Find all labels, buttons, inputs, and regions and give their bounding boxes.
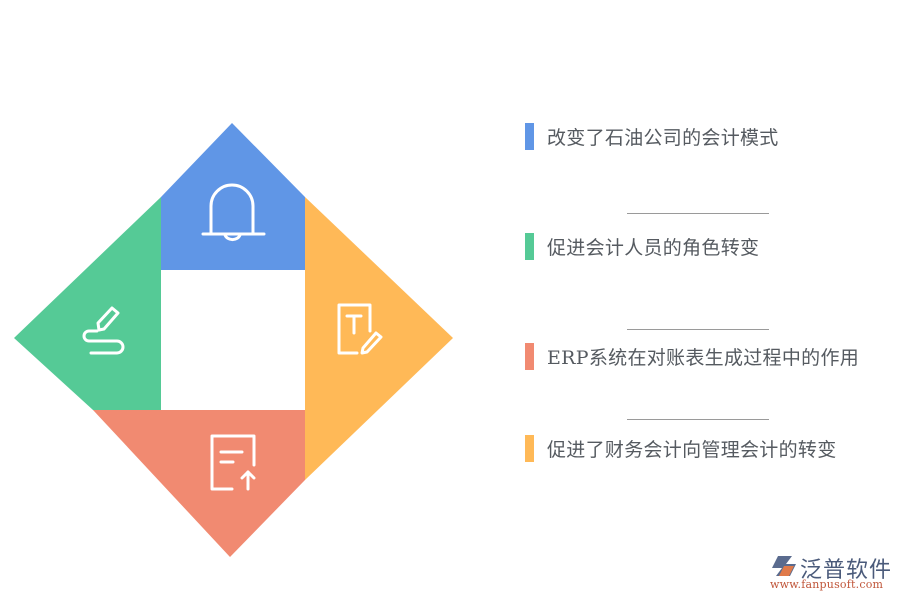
- document-upload-icon: [210, 434, 256, 491]
- logo-url: www.fanpusoft.com: [770, 578, 884, 591]
- logo-name: 泛普软件: [800, 558, 893, 583]
- item-color-bar: [525, 434, 534, 462]
- item-label: 促进了财务会计向管理会计的转变: [547, 438, 837, 461]
- center-square: [161, 270, 305, 410]
- text-edit-icon: [337, 303, 383, 355]
- item-color-bar: [525, 232, 534, 260]
- divider: [627, 213, 769, 214]
- item-color-bar: [525, 122, 534, 150]
- segment-top: [161, 123, 305, 270]
- list-item: 改变了石油公司的会计模式: [525, 121, 779, 151]
- item-label: 促进会计人员的角色转变: [547, 236, 760, 259]
- item-label: ERP系统在对账表生成过程中的作用: [547, 346, 860, 369]
- segment-left: [14, 197, 161, 410]
- diamond-diagram: [14, 123, 453, 557]
- list-item: ERP系统在对账表生成过程中的作用: [525, 341, 859, 371]
- logo-mark-icon: [772, 556, 796, 576]
- bell-icon: [201, 183, 266, 242]
- item-color-bar: [525, 342, 534, 370]
- list-item: 促进了财务会计向管理会计的转变: [525, 433, 837, 463]
- list-item: 促进会计人员的角色转变: [525, 231, 759, 261]
- item-label: 改变了石油公司的会计模式: [547, 126, 779, 149]
- logo: 泛普软件 www.fanpusoft.com: [770, 552, 895, 596]
- signature-pen-icon: [82, 306, 125, 355]
- segment-bottom: [93, 410, 305, 557]
- divider: [627, 419, 769, 420]
- divider: [627, 329, 769, 330]
